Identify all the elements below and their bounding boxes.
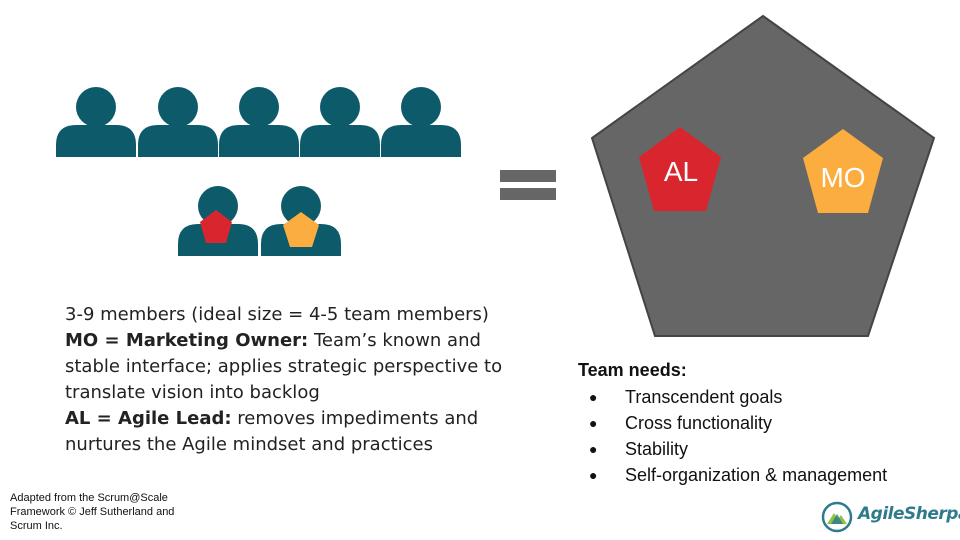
al-label: AL: [664, 156, 698, 187]
bullet-icon: ●: [589, 415, 598, 431]
equals-icon: [500, 170, 556, 202]
team-pentagon-shape: [590, 14, 936, 337]
list-item-label: Self-organization & management: [625, 465, 888, 485]
team-needs: Team needs: ● Transcendent goals ● Cross f…: [578, 358, 948, 488]
team-pentagon: AL MO: [590, 14, 936, 337]
mo-pentagon: [803, 129, 883, 213]
person-icon: [300, 87, 380, 157]
team-size-text: 3-9 members (ideal size = 4-5 team membe…: [65, 304, 489, 325]
al-text: removes impediments and nurtures the Agi…: [65, 408, 479, 455]
team-figures: [56, 87, 461, 256]
al-term: AL = Agile Lead:: [65, 408, 232, 429]
team-needs-list: ● Transcendent goals ● Cross functionality…: [578, 384, 948, 488]
attribution-line: Scrum Inc.: [10, 520, 63, 532]
person-icon: [138, 87, 218, 157]
list-item: ● Self-organization & management: [578, 462, 948, 488]
list-item-label: Transcendent goals: [625, 387, 783, 407]
al-definition: AL = Agile Lead: removes impediments and…: [65, 406, 505, 458]
bullet-icon: ●: [589, 389, 598, 405]
person-icon: [381, 87, 461, 157]
bullet-icon: ●: [589, 441, 598, 457]
mo-definition: MO = Marketing Owner: Team’s known and s…: [65, 328, 505, 406]
attribution-line: Adapted from the Scrum@Scale: [10, 492, 168, 504]
orange-pentagon-icon: [283, 212, 319, 247]
red-pentagon-icon: [200, 210, 232, 243]
list-item: ● Transcendent goals: [578, 384, 948, 410]
list-item-label: Cross functionality: [625, 413, 773, 433]
al-pentagon: [639, 127, 721, 211]
mo-term: MO = Marketing Owner:: [65, 330, 309, 351]
person-icon: [56, 87, 136, 157]
attribution: Adapted from the Scrum@Scale Framework ©…: [10, 491, 210, 533]
list-item: ● Stability: [578, 436, 948, 462]
list-item: ● Cross functionality: [578, 410, 948, 436]
team-needs-heading: Team needs:: [578, 360, 687, 380]
bullet-icon: ●: [589, 467, 598, 483]
agilesherpas-logo: AgileSherpas: [820, 500, 960, 534]
team-description: 3-9 members (ideal size = 4-5 team membe…: [65, 302, 505, 458]
agilesherpas-logo-icon: [821, 501, 853, 533]
mo-label: MO: [820, 162, 865, 193]
attribution-line: Framework © Jeff Sutherland and: [10, 506, 175, 518]
mo-text: Team’s known and stable interface; appli…: [65, 330, 503, 403]
person-icon: [219, 87, 299, 157]
logo-text: AgileSherpas: [858, 504, 960, 524]
list-item-label: Stability: [625, 439, 689, 459]
